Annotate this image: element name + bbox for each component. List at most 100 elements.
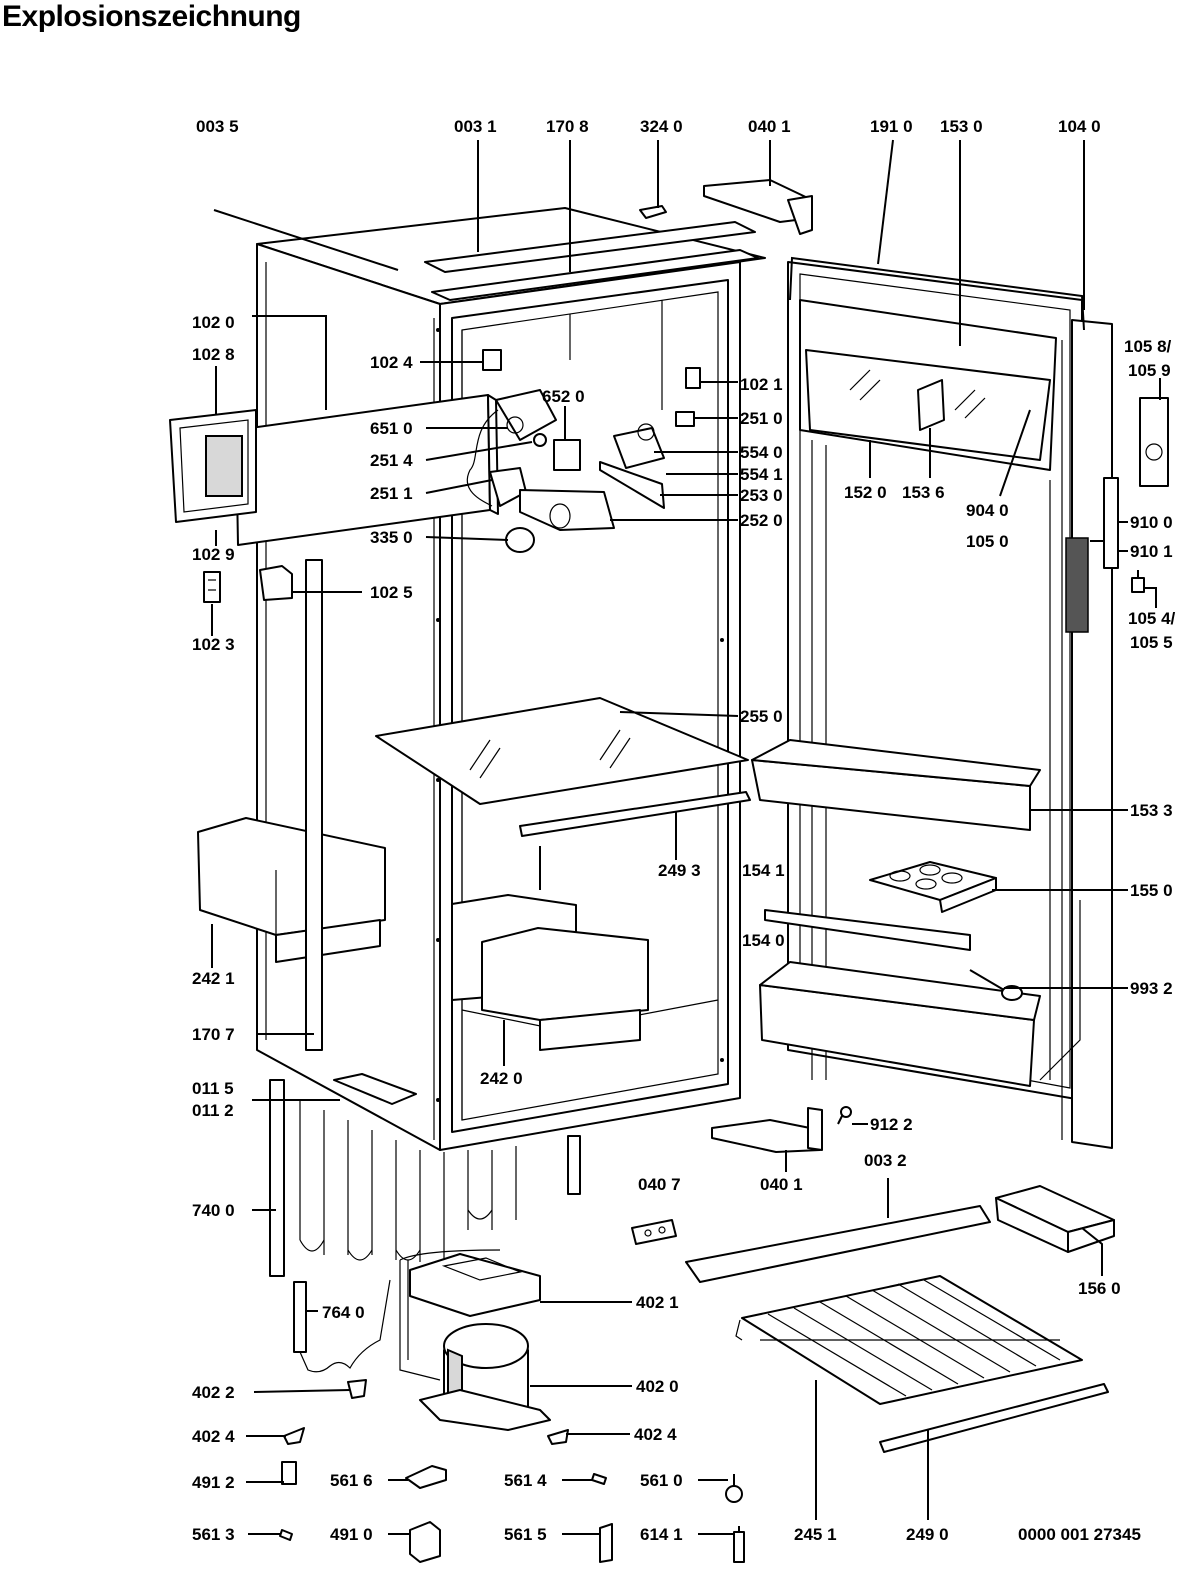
part-561-5: [599, 1523, 613, 1563]
callout-011-2: 011 2: [192, 1101, 234, 1120]
part-156-0: [995, 1185, 1115, 1253]
callout-912-2: 912 2: [870, 1115, 913, 1134]
callout-153-3: 153 3: [1130, 801, 1173, 820]
callout-491-2: 491 2: [192, 1473, 235, 1492]
door-gasket: [789, 256, 1085, 331]
clip-left: [283, 1427, 305, 1445]
part-251-0: [675, 411, 695, 427]
door-bin-lower: [759, 961, 1041, 1087]
door-bin-upper: [751, 739, 1041, 831]
hinge-cover-strip: [1103, 477, 1119, 569]
callout-170-7: 170 7: [192, 1025, 235, 1044]
clip-right: [547, 1429, 569, 1445]
callout-170-8: 170 8: [546, 117, 589, 136]
callout-040-1-bottom: 040 1: [760, 1175, 803, 1194]
callout-904-0: 904 0: [966, 501, 1009, 520]
callout-993-2: 993 2: [1130, 979, 1173, 998]
callout-252-0: 252 0: [740, 511, 783, 530]
callout-335-0: 335 0: [370, 528, 413, 547]
callout-003-5: 003 5: [196, 117, 239, 136]
callout-249-3: 249 3: [658, 861, 701, 880]
part-102-3: [203, 571, 221, 603]
dairy-compartment: [799, 299, 1057, 471]
callout-154-1: 154 1: [742, 861, 785, 880]
egg-tray: [869, 861, 997, 913]
callout-156-0: 156 0: [1078, 1279, 1121, 1298]
callout-614-1: 614 1: [640, 1525, 683, 1544]
callout-402-1: 402 1: [636, 1293, 679, 1312]
callout-102-1: 102 1: [740, 375, 783, 394]
callout-242-1: 242 1: [192, 969, 235, 988]
drain-pipe: [305, 559, 323, 1051]
part-040-7: [631, 1219, 677, 1245]
callout-402-4-left: 402 4: [192, 1427, 235, 1446]
part-561-4: [591, 1473, 607, 1485]
callout-910-1: 910 1: [1130, 542, 1173, 561]
shelf-edge: [519, 791, 751, 837]
hinge-bottom: [711, 1107, 823, 1153]
callout-245-1: 245 1: [794, 1525, 837, 1544]
part-402-2: [347, 1379, 367, 1399]
callout-153-0: 153 0: [940, 117, 983, 136]
callout-242-0: 242 0: [480, 1069, 523, 1088]
drawing-number: 0000 001 27345: [1018, 1525, 1141, 1544]
callout-102-3: 102 3: [192, 635, 235, 654]
base-rail: [685, 1205, 991, 1283]
part-614-1: [733, 1526, 745, 1563]
callout-105-8: 105 8/: [1124, 337, 1172, 356]
callout-105-5: 105 5: [1130, 633, 1173, 652]
leader-lines: [211, 139, 1161, 1535]
callout-102-9: 102 9: [192, 545, 235, 564]
callout-402-2: 402 2: [192, 1383, 235, 1402]
callout-011-5: 011 5: [192, 1079, 234, 1098]
bottle-holder: [764, 909, 971, 951]
lamp-holder: [599, 461, 665, 509]
callout-561-3: 561 3: [192, 1525, 235, 1544]
callout-labels: 003 5 003 1 170 8 324 0 040 1 191 0 153 …: [192, 117, 1176, 1544]
condenser: [269, 1079, 581, 1277]
part-561-0: [725, 1474, 743, 1503]
refrigerant-pipes: [399, 1249, 501, 1381]
part-324-0: [639, 205, 667, 219]
callout-102-4: 102 4: [370, 353, 413, 372]
callout-324-0: 324 0: [640, 117, 683, 136]
part-491-2: [281, 1461, 297, 1485]
callout-402-4-right: 402 4: [634, 1425, 677, 1444]
callout-561-0: 561 0: [640, 1471, 683, 1490]
part-561-6: [405, 1465, 447, 1489]
callout-105-9: 105 9: [1128, 361, 1171, 380]
callout-491-0: 491 0: [330, 1525, 373, 1544]
callout-561-4: 561 4: [504, 1471, 547, 1490]
callout-104-0: 104 0: [1058, 117, 1101, 136]
callout-154-0: 154 0: [742, 931, 785, 950]
callout-910-0: 910 0: [1130, 513, 1173, 532]
callout-155-0: 155 0: [1130, 881, 1173, 900]
panel-frame: [169, 409, 257, 523]
callout-102-8: 102 8: [192, 345, 235, 364]
callout-251-0: 251 0: [740, 409, 783, 428]
callout-003-2: 003 2: [864, 1151, 907, 1170]
capillary-tube: [293, 1279, 391, 1373]
callout-105-0: 105 0: [966, 532, 1009, 551]
callout-554-1: 554 1: [740, 465, 783, 484]
bottom-plate: [333, 1073, 417, 1105]
page-title: Explosionszeichnung: [2, 0, 301, 33]
handle-screw: [1131, 570, 1145, 593]
callout-105-4: 105 4/: [1128, 609, 1176, 628]
callout-191-0: 191 0: [870, 117, 913, 136]
callout-102-5: 102 5: [370, 583, 413, 602]
vegetable-bin-left: [197, 817, 386, 963]
compressor: [419, 1323, 551, 1431]
vegetable-bin-right: [451, 894, 649, 1051]
part-102-1: [685, 367, 701, 389]
door-handle-cap: [1139, 397, 1169, 487]
callout-402-0: 402 0: [636, 1377, 679, 1396]
callout-554-0: 554 0: [740, 443, 783, 462]
callout-764-0: 764 0: [322, 1303, 365, 1322]
callout-040-1-top: 040 1: [748, 117, 791, 136]
part-491-0: [409, 1521, 441, 1563]
callout-152-0: 152 0: [844, 483, 887, 502]
top-rail: [424, 221, 759, 301]
callout-153-6: 153 6: [902, 483, 945, 502]
callout-652-0: 652 0: [542, 387, 585, 406]
